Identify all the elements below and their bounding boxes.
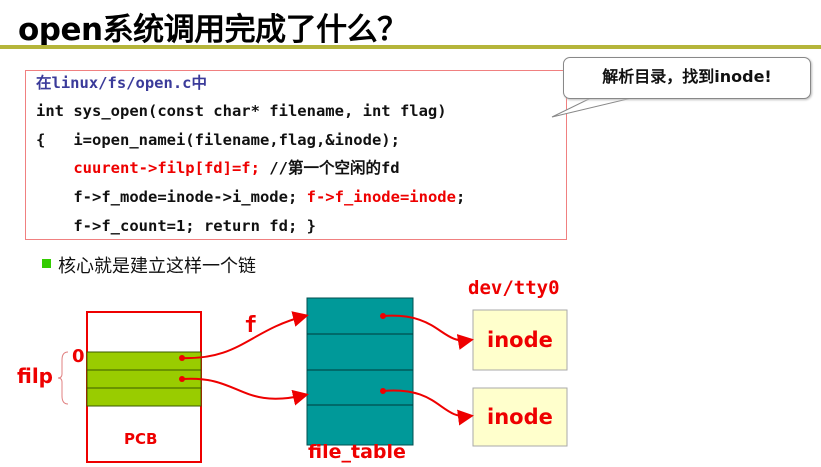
pointer-file-to-inode-2 xyxy=(382,389,474,426)
code-line-3-red: cuurent->filp[fd]=f; xyxy=(36,159,260,177)
inode-box-2 xyxy=(472,387,568,447)
bullet-text: 核心就是建立这样一个链 xyxy=(58,256,256,277)
pointer-dot xyxy=(179,355,185,361)
code-line-4-end: ; xyxy=(455,188,466,206)
code-line-2: { i=open_namei(filename,flag,&inode); xyxy=(36,131,400,149)
file-table xyxy=(306,297,414,446)
code-line-4-red: f->f_inode=inode xyxy=(306,188,456,206)
file-table-label: file_table xyxy=(308,441,406,463)
pointer-file-to-inode-1 xyxy=(382,314,474,350)
code-line-1: int sys_open(const char* filename, int f… xyxy=(36,102,447,120)
page-title: open系统调用完成了什么？ xyxy=(18,12,408,48)
code-line-5: f->f_count=1; return fd; } xyxy=(36,217,316,235)
pointer-filp0-to-file xyxy=(181,311,309,360)
inode-box-1 xyxy=(472,309,568,371)
inode-label-2: inode xyxy=(487,405,553,429)
inode-label-1: inode xyxy=(487,328,553,352)
callout-bubble: 解析目录，找到inode! xyxy=(563,57,811,99)
pointer-filp1-to-file xyxy=(181,377,309,406)
title-divider xyxy=(0,45,821,49)
pointer-dot xyxy=(380,313,386,319)
code-line-3: cuurent->filp[fd]=f; //第一个空闲的fd xyxy=(36,158,400,178)
pcb-label: PCB xyxy=(124,430,158,448)
pointer-dot xyxy=(179,376,185,382)
filp-brace xyxy=(57,351,69,405)
index-zero-label: 0 xyxy=(72,346,85,367)
code-line-4: f->f_mode=inode->i_mode; f->f_inode=inod… xyxy=(36,187,465,207)
code-box xyxy=(25,70,567,240)
filp-label: filp xyxy=(17,364,53,388)
code-line-4-black: f->f_mode=inode->i_mode; xyxy=(36,188,307,206)
code-line-3-comment: //第一个空闲的fd xyxy=(259,159,400,177)
device-label: dev/tty0 xyxy=(468,277,560,299)
f-label: f xyxy=(244,313,258,338)
callout-tail xyxy=(551,95,641,118)
pointer-dot xyxy=(380,388,386,394)
code-file-note: 在linux/fs/open.c中 xyxy=(36,74,207,92)
bullet-square-icon xyxy=(42,259,51,268)
